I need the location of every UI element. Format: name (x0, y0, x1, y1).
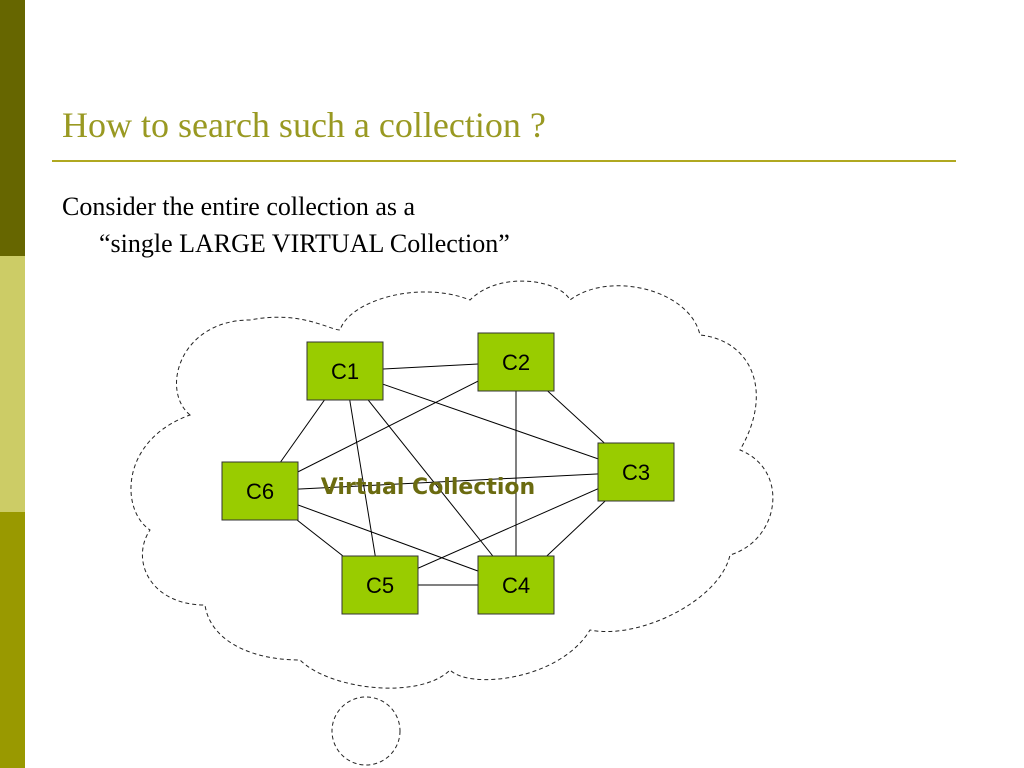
node-c2: C2 (477, 332, 555, 392)
cloud-outline (130, 280, 774, 689)
sidebar-olive-band (0, 512, 25, 768)
node-c3: C3 (597, 442, 675, 502)
bullet-line-1: Consider the entire collection as a (62, 192, 416, 221)
thought-bubble (331, 696, 401, 766)
node-label-c4: C4 (502, 573, 530, 598)
sidebar-dark-band (0, 0, 25, 256)
node-box-c5 (341, 555, 419, 615)
edge-c1-c3 (344, 370, 637, 473)
thought-cloud (130, 280, 774, 766)
node-box-c4 (477, 555, 555, 615)
node-box-c3 (597, 442, 675, 502)
node-label-c1: C1 (331, 359, 359, 384)
title-underline (52, 160, 956, 162)
bullet-line-2: “single LARGE VIRTUAL Collection” (99, 229, 510, 258)
edge-c2-c6 (259, 361, 517, 492)
edge-c4-c6 (259, 490, 517, 586)
node-c4: C4 (477, 555, 555, 615)
node-box-c2 (477, 332, 555, 392)
edge-c1-c4 (344, 370, 517, 586)
node-box-c6 (221, 461, 299, 521)
edges-layer (259, 361, 637, 586)
node-c1: C1 (306, 341, 384, 401)
node-label-c6: C6 (246, 479, 274, 504)
virtual-collection-label: Virtual Collection (321, 475, 535, 500)
edge-c3-c6 (259, 471, 637, 492)
node-box-c1 (306, 341, 384, 401)
edge-c3-c5 (379, 471, 637, 586)
slide-bullet: Consider the entire collection as a “sin… (62, 188, 510, 262)
node-c5: C5 (341, 555, 419, 615)
node-label-c3: C3 (622, 460, 650, 485)
slide-title: How to search such a collection ? (62, 105, 546, 145)
node-label-c2: C2 (502, 350, 530, 375)
node-label-c5: C5 (366, 573, 394, 598)
edge-c1-c5 (344, 370, 381, 586)
sidebar-light-band (0, 256, 25, 512)
node-c6: C6 (221, 461, 299, 521)
